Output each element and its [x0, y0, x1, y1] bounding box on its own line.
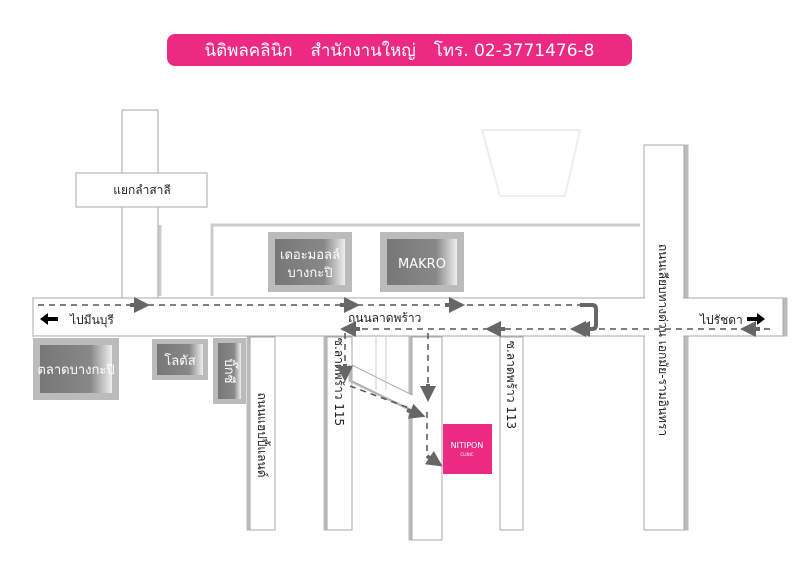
map-label: โลตัส	[164, 353, 195, 369]
map-label: NITIPON	[451, 441, 484, 450]
label-expressway: ถนนเลียบทางด่วน เอกมัย-รามอินทรา	[656, 244, 670, 436]
map-label: เดอะมอลล์	[280, 247, 340, 263]
branch-name: สำนักงานใหญ่	[310, 40, 416, 61]
landmark-makro: MAKRO	[380, 232, 464, 292]
block-outline	[158, 223, 640, 296]
landmark-lotus: โลตัส	[152, 339, 208, 380]
label-happyland: ถนนแฮปปี้แลนด์	[255, 392, 271, 477]
label-to-ratchada: ไปรัชดา	[699, 313, 743, 327]
landmark-the-mall: เดอะมอลล์ บางกะปิ	[268, 232, 352, 292]
nitipon-clinic-marker: NITIPON CLINIC	[443, 424, 492, 474]
u-turn-arrow	[574, 303, 598, 337]
map-label: CLINIC	[460, 452, 473, 457]
arrow-left-icon	[40, 313, 58, 325]
arrow-right-icon	[747, 313, 765, 325]
label-soi113: ซ.ลาดพร้าว 113	[504, 341, 518, 429]
map-label: MAKRO	[398, 257, 446, 272]
label-lamsali: แยกลำสาลี	[113, 183, 171, 197]
label-to-minburi: ไปมีนบุรี	[69, 313, 114, 328]
route-path	[38, 304, 770, 458]
header-banner: นิติพลคลินิก สำนักงานใหญ่ โทร. 02-377147…	[167, 34, 632, 66]
map-label: ตลาดบางกะปิ	[37, 363, 114, 378]
phone-number: โทร. 02-3771476-8	[433, 40, 595, 61]
faint-building-outline	[480, 129, 582, 197]
map-label: บิ๊กซี	[221, 359, 239, 384]
landmark-market: ตลาดบางกะปิ	[33, 338, 119, 400]
map-label: บางกะปิ	[287, 266, 332, 281]
label-ladprao: ถนนลาดพร้าว	[348, 311, 421, 325]
label-soi115: ซ.ลาดพร้าว 115	[332, 338, 346, 426]
landmark-bigc: บิ๊กซี	[213, 338, 246, 404]
clinic-name: นิติพลคลินิก	[204, 40, 293, 61]
